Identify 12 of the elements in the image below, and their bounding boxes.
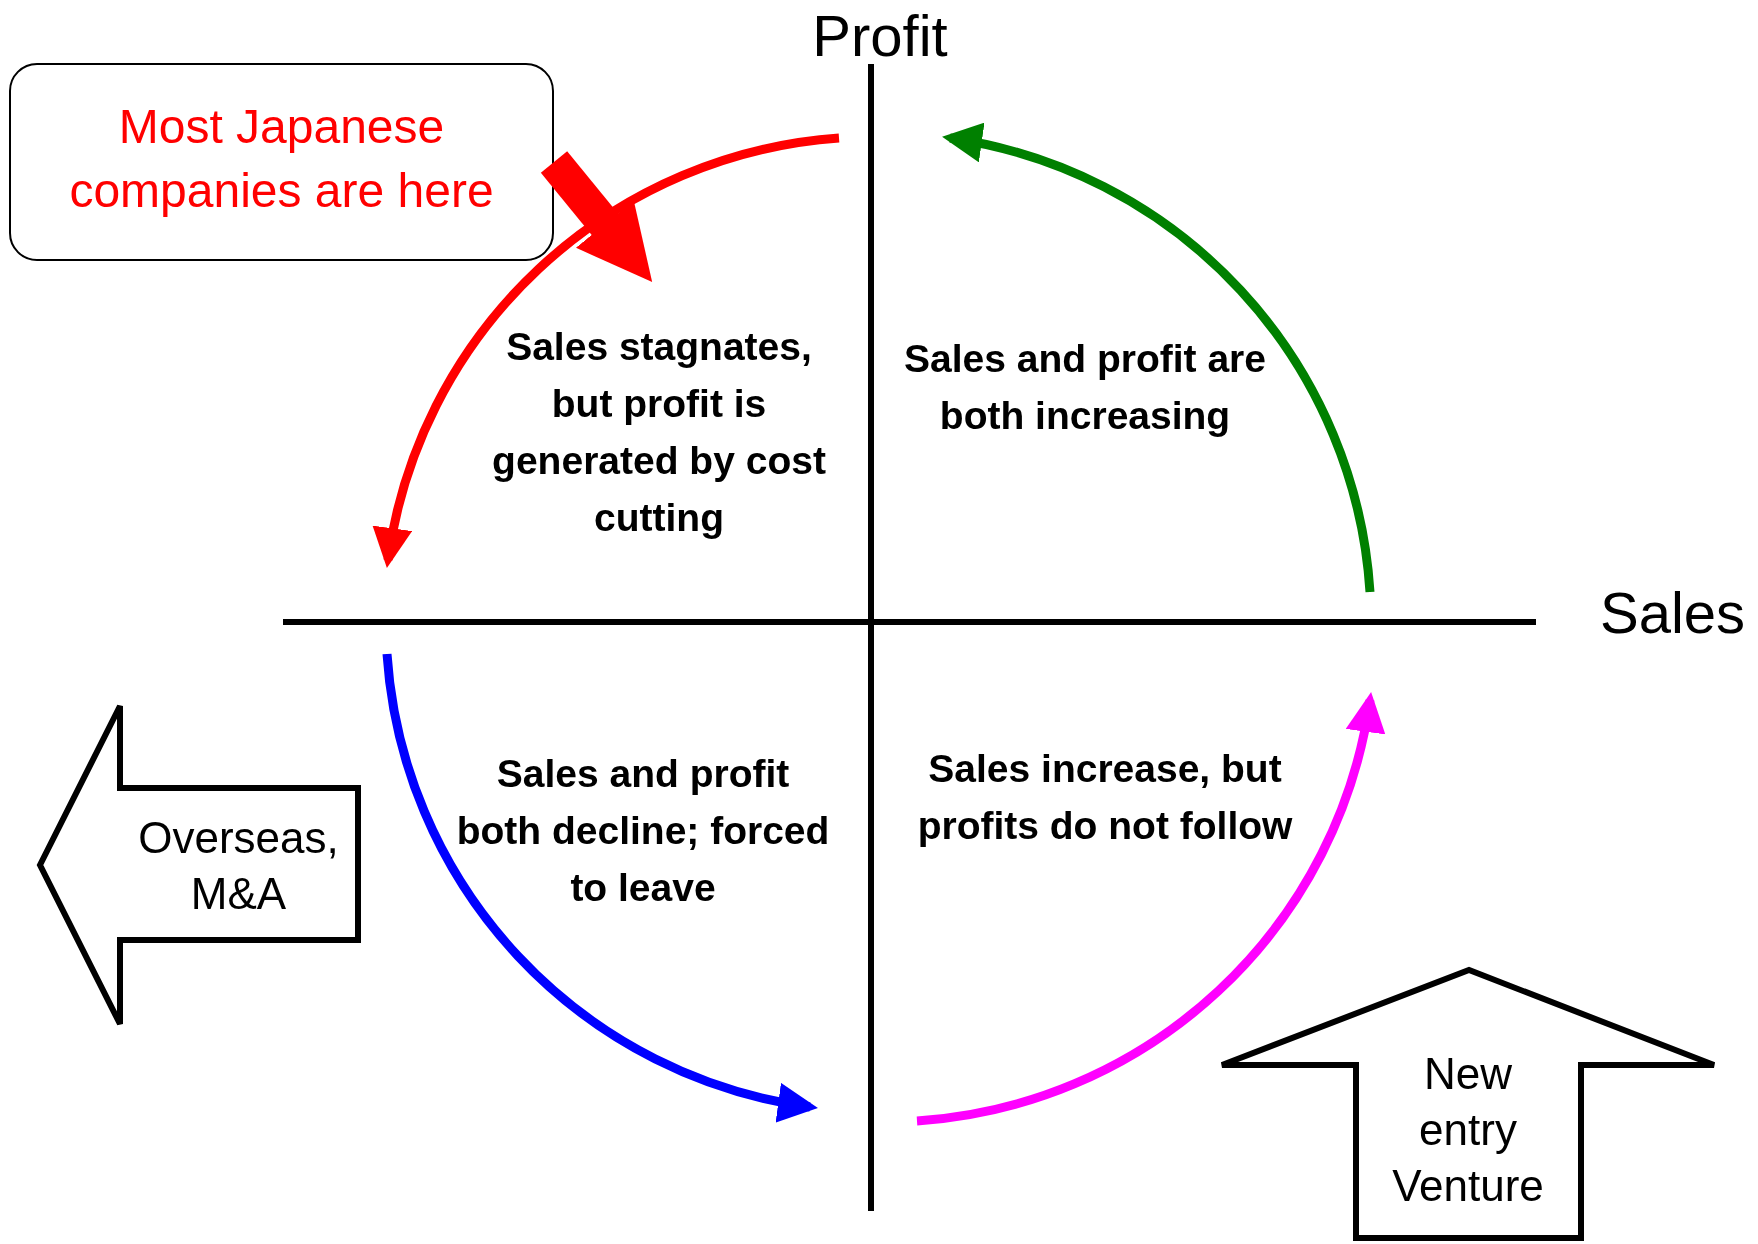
arrow-text: New entry Venture — [1391, 1048, 1545, 1212]
callout-text: Most Japanese companies are here — [68, 99, 495, 219]
pointer-arrow — [540, 151, 653, 282]
block-arrow-up — [1218, 966, 1718, 1242]
quadrant-text: Sales stagnates, but profit is generated by cost cutting — [491, 324, 827, 541]
callout-box — [9, 63, 554, 261]
quadrant-text: Sales and profit both decline; forced to leave — [455, 751, 831, 911]
quadrant-text: Sales and profit are both increasing — [903, 336, 1267, 439]
quadrant-text: Sales increase, but profits do not follow — [916, 746, 1294, 849]
axis-label: Profit — [811, 2, 949, 70]
arrow-text: Overseas, M&A — [137, 812, 340, 920]
axis-label: Sales — [1598, 579, 1747, 647]
